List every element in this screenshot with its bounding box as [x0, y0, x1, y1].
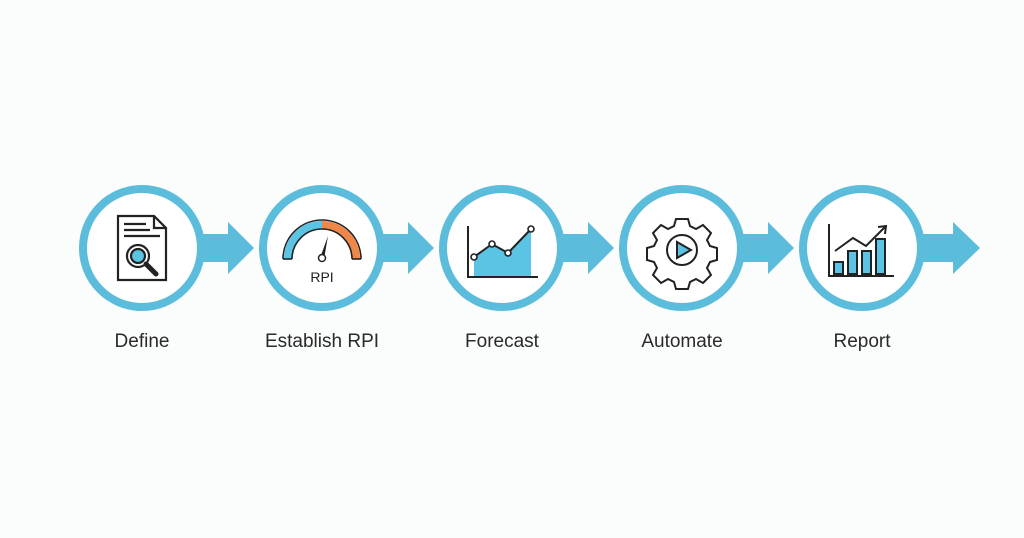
- step-circle-forecast: [439, 185, 565, 311]
- gauge-icon-text: RPI: [310, 269, 333, 285]
- step-label-automate: Automate: [641, 331, 723, 352]
- arrow-4: [735, 222, 794, 274]
- document-search-icon: [116, 214, 168, 282]
- gear-play-icon: [646, 218, 718, 290]
- arrow-3: [555, 222, 614, 274]
- arrows: [195, 222, 980, 274]
- step-label-forecast: Forecast: [465, 331, 539, 352]
- step-circle-establish-rpi: [259, 185, 385, 311]
- arrow-1: [195, 222, 254, 274]
- arrow-2: [375, 222, 434, 274]
- step-label-define: Define: [114, 331, 170, 352]
- step-label-report: Report: [833, 331, 891, 352]
- bar-chart-growth-icon: [828, 224, 894, 277]
- step-label-establish-rpi: Establish RPI: [264, 331, 380, 352]
- area-line-chart-icon: [467, 225, 538, 278]
- gauge-icon: RPI: [282, 219, 362, 285]
- arrow-5: [915, 222, 980, 274]
- step-circle-report: [799, 185, 925, 311]
